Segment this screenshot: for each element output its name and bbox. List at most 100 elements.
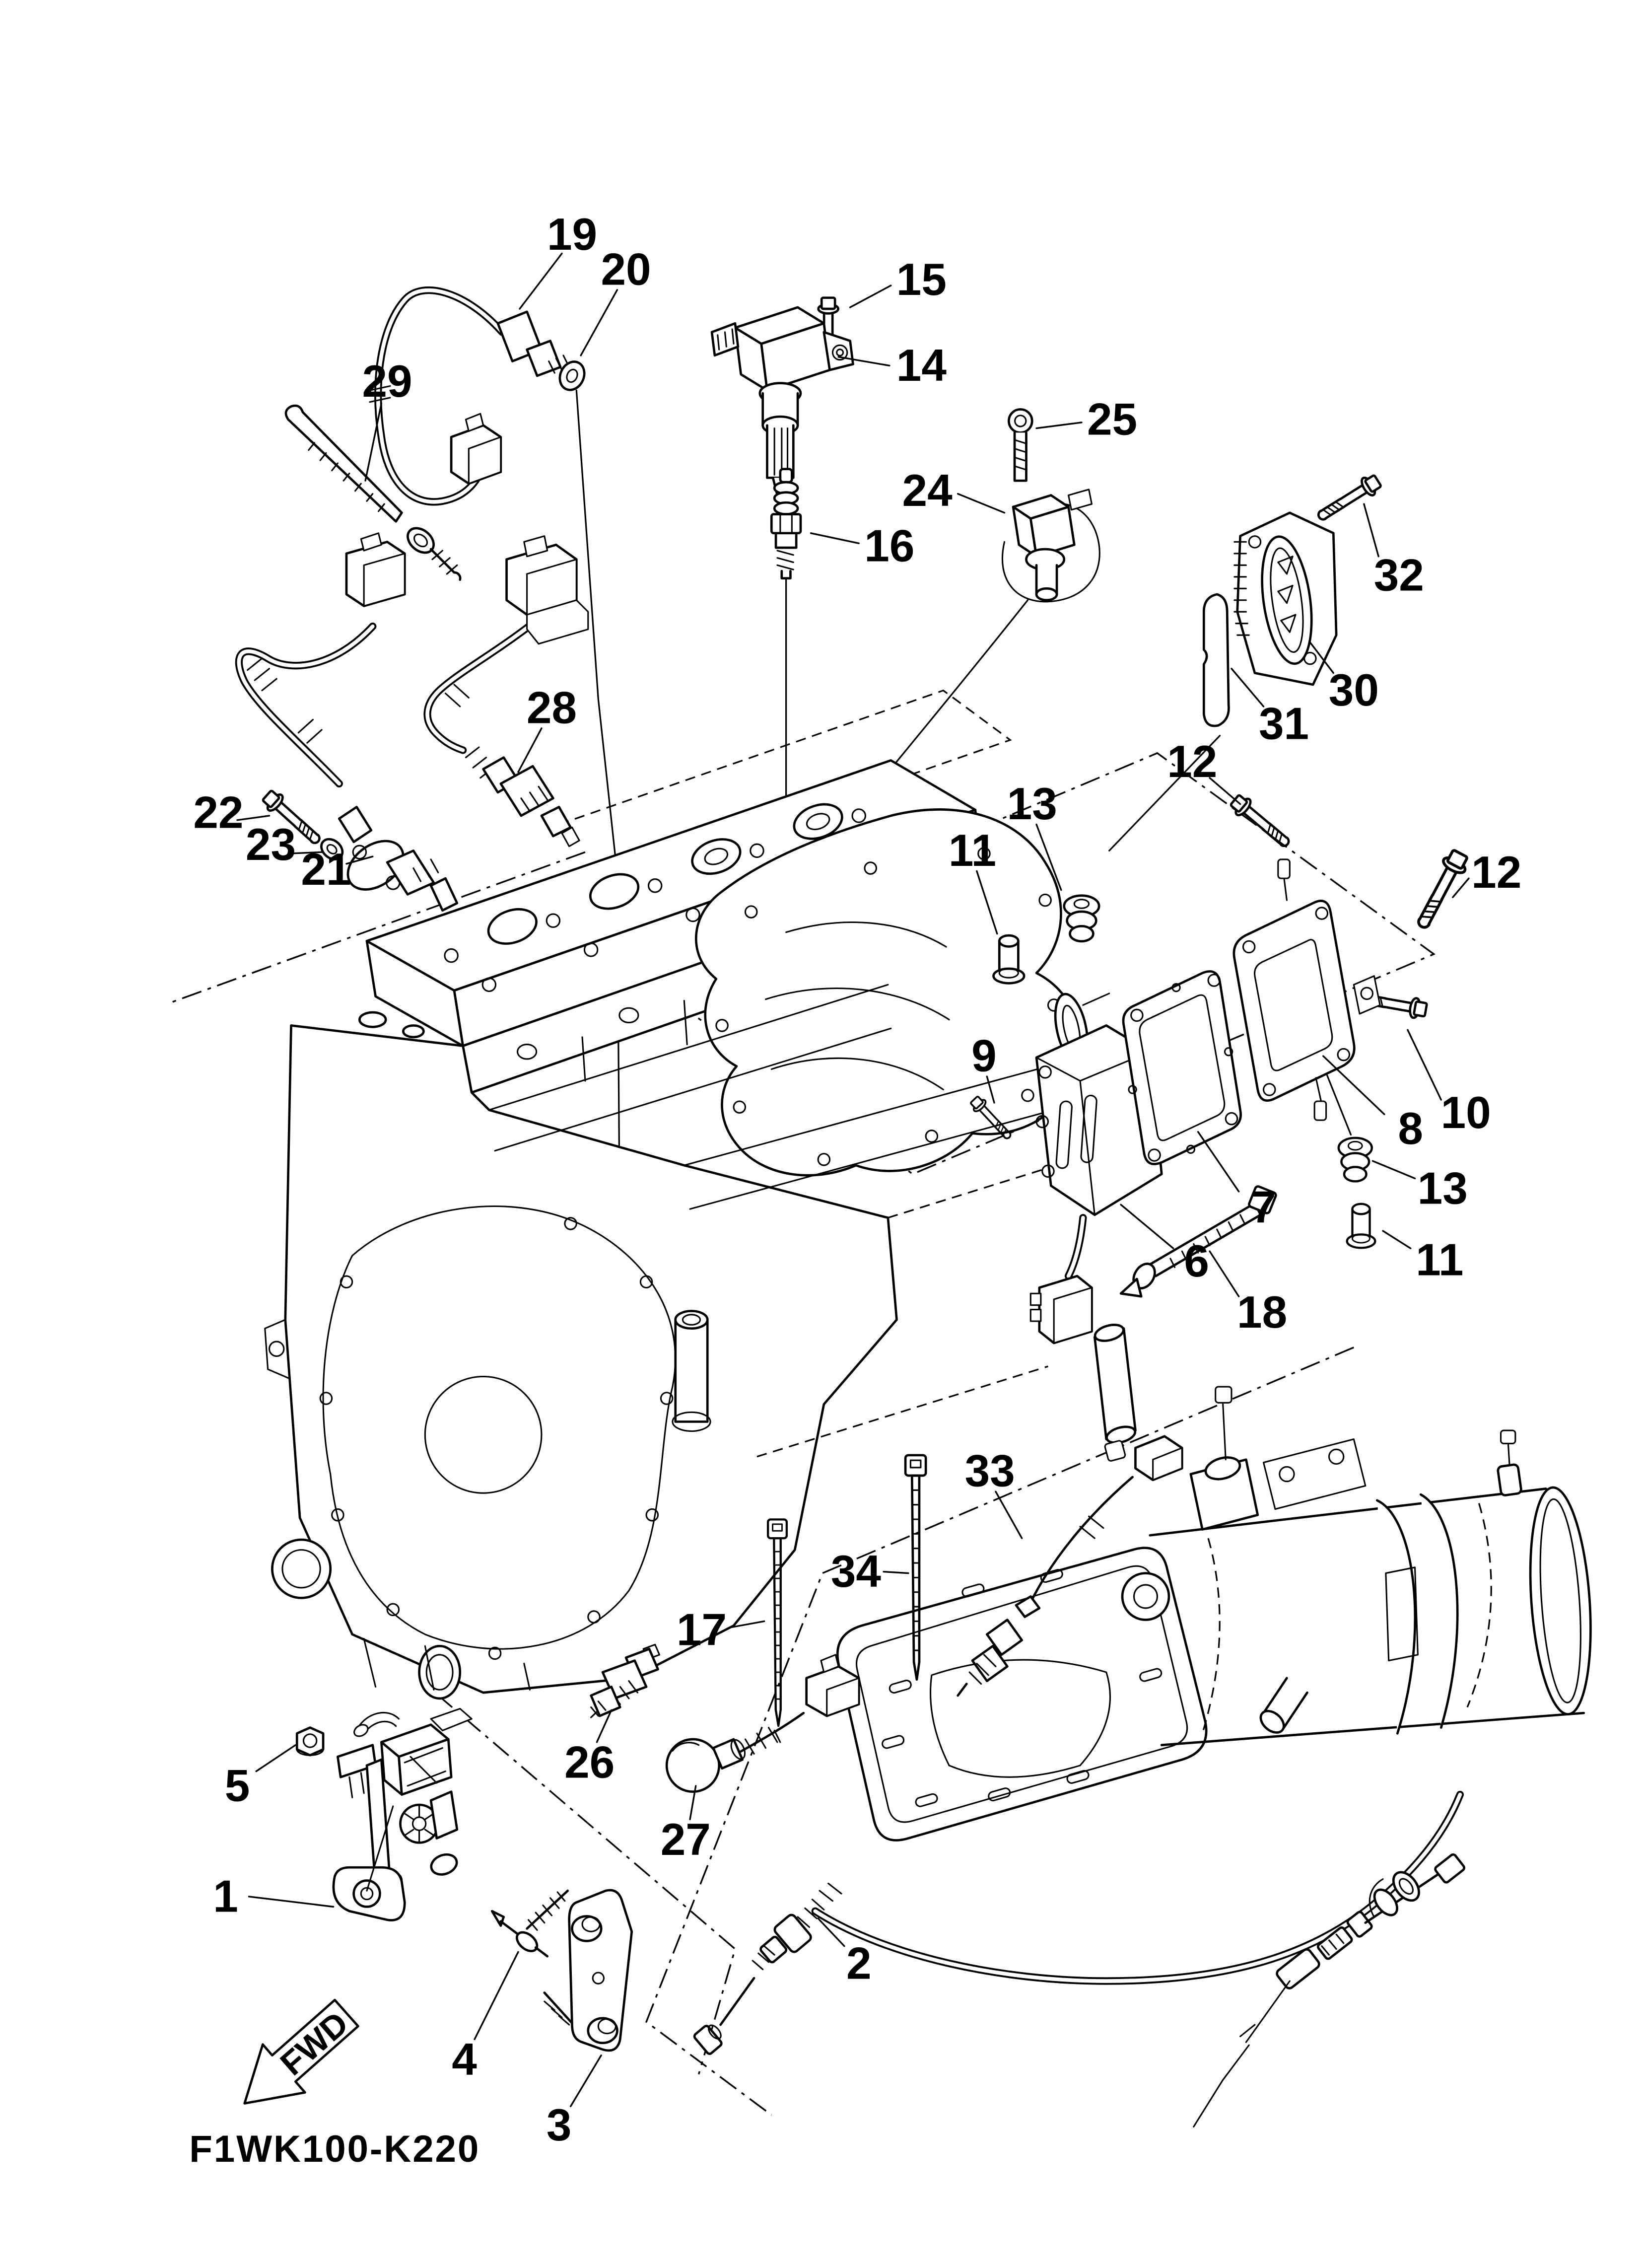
callout-29: 29 xyxy=(362,356,412,407)
screws-4 xyxy=(490,1889,575,2026)
plate-3 xyxy=(568,1889,633,2052)
ecu-connector-a xyxy=(1029,1275,1093,1345)
bracket-8 xyxy=(1232,858,1381,1121)
sensor-26 xyxy=(590,1643,661,1717)
fwd-arrow: FWD xyxy=(243,1998,359,2105)
callout-12a: 12 xyxy=(1167,737,1217,787)
connector-28 xyxy=(505,535,589,645)
washer-23 xyxy=(320,838,344,861)
callout-6: 6 xyxy=(1184,1236,1209,1286)
callout-5: 5 xyxy=(225,1761,250,1811)
callout-10: 10 xyxy=(1441,1088,1491,1138)
callout-20: 20 xyxy=(601,244,651,294)
ecu-connector-b xyxy=(1093,1324,1137,1462)
callout-14: 14 xyxy=(896,341,947,391)
callout-leader-8 xyxy=(1322,1055,1385,1116)
connector-21 xyxy=(345,532,406,607)
diagram-code: F1WK100-K220 xyxy=(189,2128,480,2170)
callout-leader-28 xyxy=(517,727,543,773)
gasket-31 xyxy=(1202,593,1230,727)
callout-leader-14 xyxy=(837,356,890,367)
callout-leader-26 xyxy=(596,1709,613,1743)
connector-33 xyxy=(1134,1435,1183,1482)
callout-leader-12b xyxy=(1452,877,1470,898)
callout-leader-7 xyxy=(1197,1131,1240,1193)
callout-15: 15 xyxy=(896,255,947,305)
callout-13a: 13 xyxy=(1007,779,1057,829)
callout-leader-29 xyxy=(364,402,383,482)
callout-13b: 13 xyxy=(1418,1164,1468,1214)
crankcase xyxy=(264,984,1104,1700)
callout-18: 18 xyxy=(1237,1287,1287,1338)
callout-23: 23 xyxy=(246,820,296,870)
callout-leader-1 xyxy=(248,1896,335,1908)
sensor-cable-21 xyxy=(235,532,406,788)
callout-9: 9 xyxy=(971,1031,997,1081)
callout-8: 8 xyxy=(1398,1104,1423,1154)
callout-leader-23 xyxy=(287,851,323,854)
bolt-12-right xyxy=(1411,848,1471,932)
cable-adjuster-left xyxy=(693,1882,842,2055)
callout-26: 26 xyxy=(564,1737,615,1787)
callout-leader-2 xyxy=(817,1917,845,1947)
callout-leader-13b xyxy=(1371,1160,1416,1180)
callout-7: 7 xyxy=(1251,1183,1276,1233)
cable-tie-18 xyxy=(1119,1185,1277,1298)
gasket-7 xyxy=(1122,970,1242,1165)
callout-leader-10 xyxy=(1407,1029,1442,1101)
callout-16: 16 xyxy=(864,521,914,571)
callout-leader-24 xyxy=(957,493,1006,514)
exhaust-pan xyxy=(836,1547,1208,1842)
callout-11b: 11 xyxy=(1416,1235,1463,1285)
knock-sensor-27 xyxy=(665,1654,860,1793)
callout-11a: 11 xyxy=(949,826,996,876)
washer-20 xyxy=(558,360,586,391)
nut-5 xyxy=(295,1726,325,1757)
sensor-24 xyxy=(1001,489,1100,603)
callout-30: 30 xyxy=(1329,665,1379,715)
callout-32: 32 xyxy=(1374,550,1424,600)
callout-leader-27 xyxy=(689,1785,697,1821)
callout-leader-6 xyxy=(1120,1204,1174,1249)
callout-leader-15 xyxy=(849,284,892,308)
callout-leader-21 xyxy=(345,855,374,865)
sensor-cable-33 xyxy=(957,1435,1183,1697)
screw-25 xyxy=(1007,408,1033,482)
callout-3: 3 xyxy=(547,2100,572,2150)
callout-leader-4 xyxy=(474,1951,519,2041)
pickup-sensor-19 xyxy=(369,286,570,506)
callout-leader-32 xyxy=(1363,503,1379,558)
callout-28: 28 xyxy=(527,683,577,733)
callout-4: 4 xyxy=(452,2035,477,2085)
callout-2: 2 xyxy=(846,1938,872,1988)
spacer-11-lower xyxy=(1347,1204,1375,1248)
sensor-21 xyxy=(338,806,459,912)
sensor-28 xyxy=(465,746,580,848)
callout-31: 31 xyxy=(1259,699,1309,749)
callout-leader-11a xyxy=(976,870,998,935)
callout-leader-20 xyxy=(580,289,618,356)
engine-block-drawing xyxy=(264,689,1113,1700)
callout-22: 22 xyxy=(193,788,243,838)
callout-leader-31 xyxy=(1231,667,1265,708)
grommet-13-upper xyxy=(1064,896,1099,941)
spark-plug-16 xyxy=(770,468,802,580)
callout-leader-33 xyxy=(995,1490,1023,1539)
callout-leader-12a xyxy=(1209,777,1241,805)
bolt-32 xyxy=(1314,472,1383,526)
callout-24: 24 xyxy=(902,466,953,516)
callout-leader-17 xyxy=(731,1620,765,1628)
sensor-cable-28 xyxy=(423,535,589,754)
callout-25: 25 xyxy=(1087,394,1137,444)
callout-leader-11b xyxy=(1382,1230,1412,1249)
cable-tie-29 xyxy=(284,404,462,581)
callout-leader-9 xyxy=(986,1075,995,1104)
callout-leader-16 xyxy=(810,532,860,545)
gasket-slots xyxy=(882,1569,1163,1807)
callout-1: 1 xyxy=(213,1871,238,1921)
connector-27 xyxy=(805,1654,860,1717)
cable-end-right xyxy=(1193,1853,1465,2127)
